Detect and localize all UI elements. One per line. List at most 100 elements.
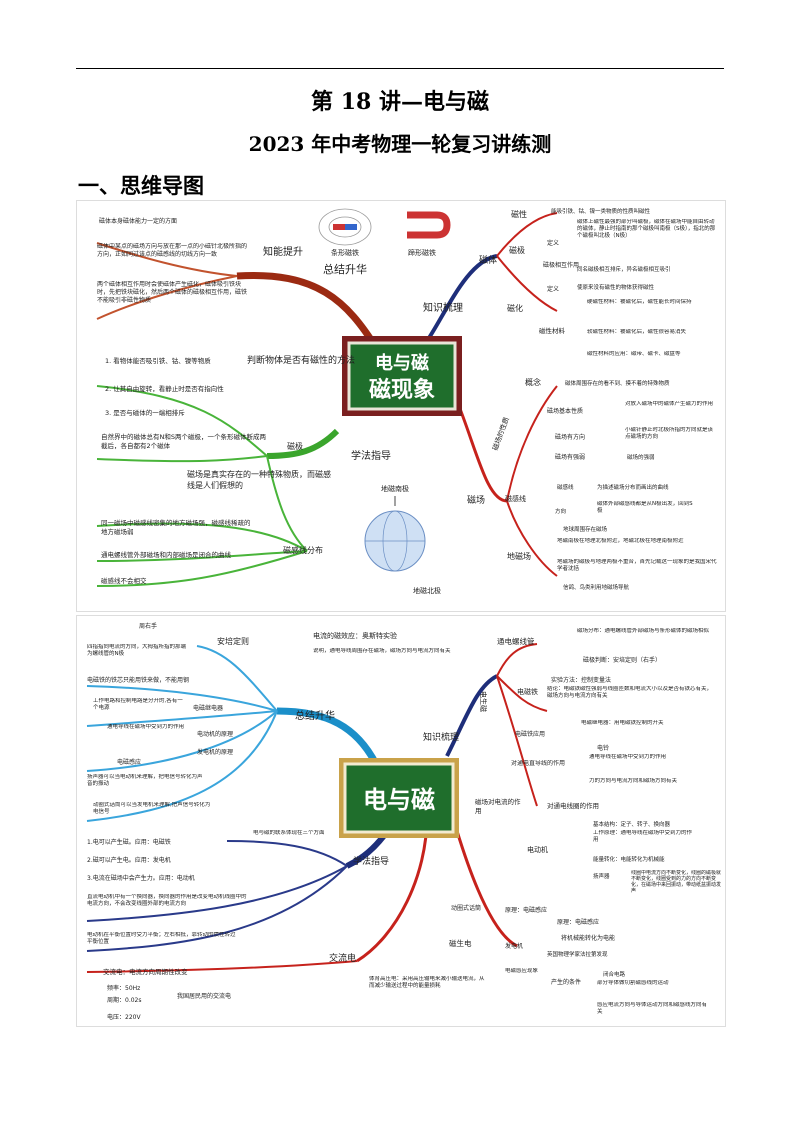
label-magnetism: 磁性 <box>511 209 527 219</box>
label-effect: 磁场对电流的作用 <box>475 798 521 815</box>
label-motor-right: 电动机 <box>527 845 548 854</box>
interact-text: 同名磁极相互排斥，异名磁极相互吸引 <box>577 265 671 273</box>
motor-text: 通电导线在磁场中受到力的作用 <box>107 724 185 730</box>
branch-relay <box>86 710 278 727</box>
branch-balance <box>86 865 348 952</box>
label-magnetize-def: 定义 <box>547 285 559 293</box>
transmit-text: 体育高压电：采用高压输电来减小输送电流，从而减少输送过程中的能量损耗 <box>369 976 485 989</box>
straight-1: 通电导线在磁场中受到力的作用 <box>589 754 667 760</box>
bell: 电铃 <box>597 744 609 752</box>
center-box-1-inner <box>347 341 457 411</box>
relation-item-1: 1.电可以产生磁。应用：电磁铁 <box>87 838 171 846</box>
center-2-text: 电与磁 <box>363 786 435 814</box>
earth-bottom-caption: 地磁北极 <box>413 586 441 595</box>
relay-text: 工作电路和控制电路是分开的,各有一个电源 <box>93 698 183 711</box>
judge-item-1: 1. 看物体能否吸引铁、钴、镍等物质 <box>105 356 211 365</box>
center-box-2-inner <box>343 762 455 834</box>
soft-text: 硬磁性材料：被磁化后，磁性能长时间保持 <box>587 299 692 305</box>
bar-magnet-caption: 条形磁铁 <box>331 248 359 257</box>
dist-item-3: 磁感线不会相交 <box>101 576 147 585</box>
oersted: 电流的磁效应：奥斯特实验 <box>313 631 397 640</box>
cond-2: 部分导体做切割磁感线的运动 <box>597 980 669 986</box>
geo-item-1: 地球周围存在磁场 <box>563 525 608 533</box>
geo-item-3: 地磁场的磁极与地理两极不重合，首先记载这一现象的是我国宋代学者沈括 <box>557 559 717 572</box>
gen-energy: 将机械能转化为电能 <box>561 934 615 942</box>
label-magnet: 磁体 <box>479 254 497 266</box>
geo-item-4: 信鸽、鸟类利用地磁场导航 <box>563 583 630 591</box>
mind-map-magnetism: 电与磁 磁现象 条形磁铁 蹄形磁铁 地磁南极 地磁北极 磁体本身磁体能力一定的方… <box>76 200 726 612</box>
branch-dist-sub3 <box>96 550 308 587</box>
branch-solenoid <box>496 643 538 677</box>
hard-text: 软磁性材料：被磁化后，磁性很容易消失 <box>587 329 687 335</box>
judge-item-2: 2. 让其自由旋转，看静止时是否有指向性 <box>105 384 224 393</box>
relation-item-2: 2.磁可以产生电。应用：发电机 <box>87 856 171 864</box>
structure: 基本结构：定子、转子、换向器 <box>593 820 671 828</box>
label-field: 磁场 <box>467 494 485 506</box>
branch-iron <box>86 685 278 712</box>
label-lines: 磁感线 <box>505 494 526 503</box>
solenoid-judge: 磁极判断：安培定则（右手） <box>583 656 661 664</box>
label-solenoid: 通电螺线管 <box>497 636 535 646</box>
note-1: 磁体中某点的磁场方向与放在那一点的小磁针北极所指的方向，正如同过该点的磁感线的切… <box>97 243 247 258</box>
page-title: 第 18 讲—电与磁 <box>311 89 489 115</box>
branch-effect <box>496 675 538 807</box>
branch-knowledge <box>425 254 498 343</box>
label-pole-right: 磁极 <box>509 245 525 255</box>
work: 工作原理：通电导线在磁场中受到力的作用 <box>593 830 693 843</box>
label-dist: 磁感线分布 <box>283 545 323 555</box>
branch-dcmotor <box>86 865 348 922</box>
label-basic: 磁场基本性质 <box>547 407 583 415</box>
label-generate: 磁生电 <box>449 938 472 948</box>
balance-text: 电动机在平衡位置时受力平衡；左右相抵，靠转动的惯性转过平衡位置 <box>87 932 236 945</box>
basic-text: 对放入磁场中的磁体产生磁力的作用 <box>625 401 714 407</box>
label-em-app: 电磁铁应用 <box>515 730 545 738</box>
right-hand: 周右手 <box>139 622 157 630</box>
branch-knowledge-2 <box>445 674 499 757</box>
label-electromagnet: 电磁铁 <box>517 687 538 696</box>
geo-item-2: 地磁南极在地理北极附近，地磁北极在地理南极附近 <box>557 538 684 544</box>
label-elec-gen-mag: 电生磁 <box>479 691 488 712</box>
apps-text: 磁性材料的应用：磁带、磁卡、磁盘等 <box>587 351 681 357</box>
direction-text: 小磁针静止时北极所指的方向就是该点磁场的方向 <box>625 427 714 440</box>
branch-magnetize <box>496 255 558 312</box>
label-mic: 动圈式话筒 <box>451 904 481 912</box>
period: 周期：0.02s <box>107 996 142 1004</box>
header-rule <box>76 68 724 69</box>
concept-text: 磁体周围存在的看不到、摸不着的特殊物质 <box>565 379 670 387</box>
em-conclusion: 结论：电磁铁磁性强弱与线圈匝数和电流大小以及是否有铁芯有关，磁场方向与电流方向有… <box>547 686 713 699</box>
gen-principle: 原理：电磁感应 <box>557 918 599 926</box>
lines-dir-text: 磁体外部磁感线都是从N极出发，回到S极 <box>597 501 693 514</box>
mind-map-1-svg: 电与磁 磁现象 条形磁铁 蹄形磁铁 地磁南极 地磁北极 磁体本身磁体能力一定的方… <box>96 207 717 595</box>
label-conditions: 产生的条件 <box>551 978 581 986</box>
magnetize-text: 使原来没有磁性的物体获得磁性 <box>577 283 655 291</box>
label-speaker: 扬声器 <box>593 872 610 880</box>
bar-magnet-image: 条形磁铁 <box>318 208 372 257</box>
mic-text-left: 动圈式话筒可以当发电机来理解,把声信号转化为电信号 <box>93 802 211 815</box>
china-ac: 我国居民用的交流电 <box>177 992 231 1000</box>
label-induction: 电磁感应 <box>117 758 141 766</box>
label-coil: 对通电线圈的作用 <box>547 801 599 810</box>
judge-item-3: 3. 是否与磁体的一端相排斥 <box>105 408 185 417</box>
label-concept: 概念 <box>525 377 541 387</box>
field-text: 磁场是真实存在的一种特殊物质，而磁感线是人们假想的 <box>187 470 331 490</box>
label-zhineng: 知能提升 <box>263 245 303 258</box>
relay-app: 电磁继电器：用电磁铁控制的开关 <box>581 720 664 726</box>
mic-text: 原理：电磁感应 <box>505 906 547 914</box>
horseshoe-magnet-image: 蹄形磁铁 <box>407 211 451 257</box>
mind-map-2-svg: 电与磁 周右手 安培定则 四指指向电流的方向，大拇指所指的那端为螺线管的N极 电… <box>86 622 721 1021</box>
label-judge: 判断物体是否有磁性的方法 <box>247 354 355 366</box>
branch-ac-sub <box>86 960 358 973</box>
straight-2: 力的方向与电流方向和磁场方向有关 <box>589 778 678 784</box>
freq: 频率：50Hz <box>107 984 140 992</box>
branch-dist-sub2 <box>96 550 308 562</box>
label-material: 磁性材料 <box>539 326 566 335</box>
label-knowledge-2: 知识梳理 <box>423 731 459 743</box>
branch-field <box>455 400 508 503</box>
branch-method <box>266 428 340 459</box>
branch-magnet <box>496 212 558 257</box>
relation-item-3: 3.电流在磁场中会产生力。应用：电动机 <box>87 874 195 882</box>
section-heading: 一、思维导图 <box>78 174 204 198</box>
label-lines-def: 磁感线 <box>557 483 574 491</box>
magnetism-text: 能吸引铁、钴、镍一类物质的性质叫磁性 <box>551 207 651 215</box>
label-lines-dir: 方向 <box>555 507 566 515</box>
